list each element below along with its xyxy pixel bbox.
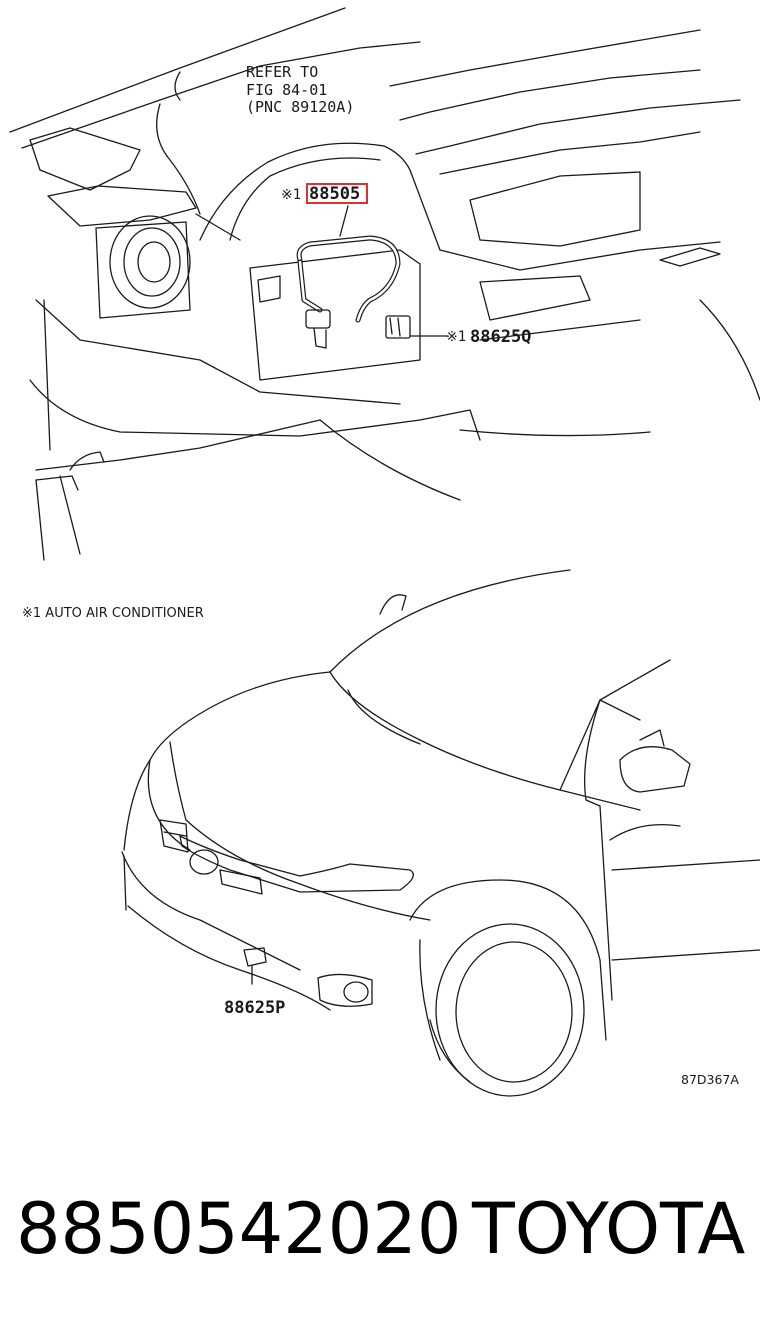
diagram-code: 87D367A bbox=[681, 1072, 739, 1087]
highlight-box bbox=[306, 183, 368, 204]
parts-diagram: REFER TO FIG 84-01 (PNC 89120A) ※1 88505… bbox=[9, 7, 760, 1097]
auto-ac-mark-q: ※1 bbox=[446, 329, 467, 345]
brand-name: TOYOTA bbox=[472, 1188, 746, 1270]
dashboard-illustration bbox=[9, 7, 760, 1097]
footnote-auto-ac: ※1 AUTO AIR CONDITIONER bbox=[22, 606, 204, 621]
refer-to-figure-note: REFER TO FIG 84-01 (PNC 89120A) bbox=[246, 63, 355, 116]
part-label-88625p[interactable]: 88625P bbox=[224, 998, 286, 1018]
part-number: 8850542020 bbox=[16, 1188, 462, 1270]
part-label-88625q[interactable]: 88625Q bbox=[470, 327, 532, 347]
part-label-88505[interactable]: 88505 bbox=[309, 184, 361, 204]
auto-ac-mark: ※1 bbox=[281, 187, 302, 203]
